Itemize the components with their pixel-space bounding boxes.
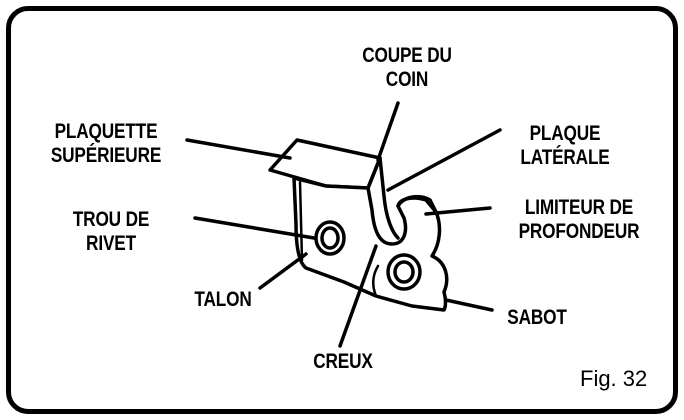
- label-talon: TALON: [194, 288, 252, 311]
- leader-coupe-du-coin: [376, 101, 400, 162]
- depth-gauge-shape: [396, 194, 438, 214]
- label-sabot: SABOT: [507, 306, 567, 329]
- leader-limiteur-de-profondeur: [424, 206, 492, 216]
- figure-caption: Fig. 32: [580, 366, 648, 391]
- heel-rivet-hole-shape: [386, 253, 422, 291]
- label-coupe-du-coin: COUPE DU COIN: [362, 44, 452, 91]
- label-trou-de-rivet: TROU DE RIVET: [72, 208, 150, 255]
- leader-trou-de-rivet: [193, 216, 316, 240]
- top-plate-shape: [268, 138, 382, 190]
- label-creux: CREUX: [313, 350, 373, 373]
- leader-talon: [258, 252, 308, 290]
- side-plate-shape: [366, 156, 400, 240]
- leader-plaque-laterale: [386, 128, 502, 192]
- label-plaquette-superieure: PLAQUETTE SUPÉRIEURE: [50, 120, 162, 167]
- label-plaque-laterale: PLAQUE LATÉRALE: [520, 122, 610, 169]
- label-limiteur-de-profondeur: LIMITEUR DE PROFONDEUR: [518, 196, 640, 243]
- leader-sabot: [444, 298, 494, 312]
- leader-plaquette-superieure: [185, 138, 292, 160]
- figure-frame: [6, 6, 678, 414]
- leader-creux: [338, 244, 378, 348]
